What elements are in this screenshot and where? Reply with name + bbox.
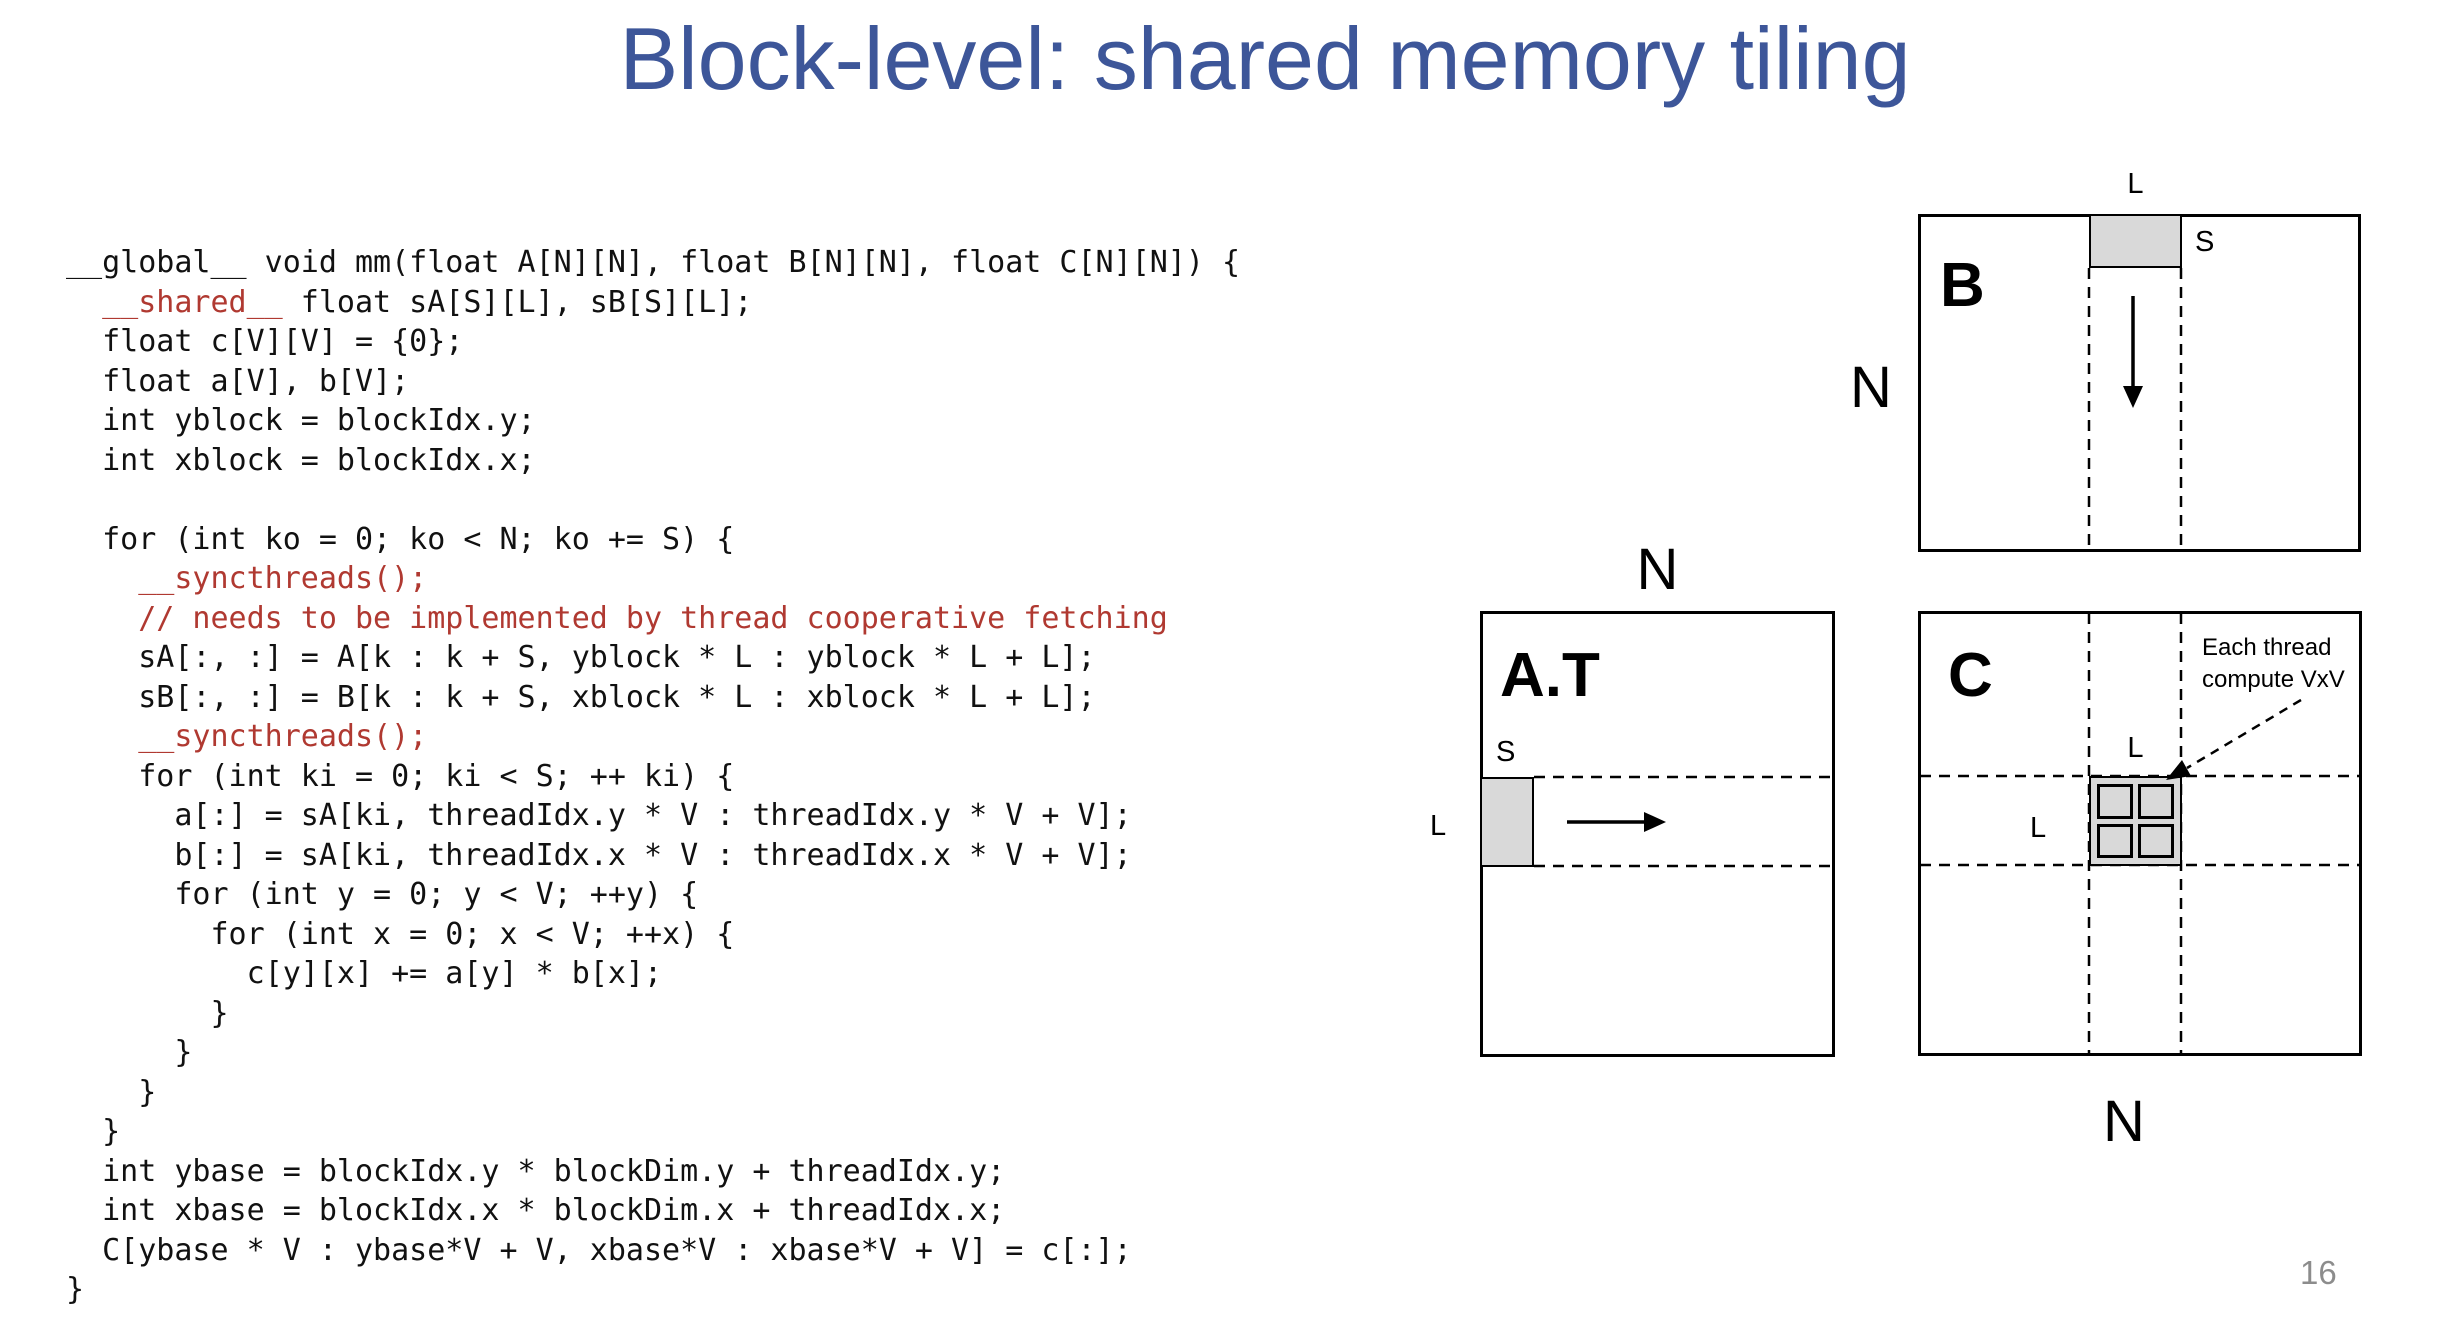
code-line: int ybase = blockIdx.y * blockDim.y + th… bbox=[66, 1153, 1006, 1189]
code-line: } bbox=[66, 1272, 85, 1307]
code-line: b[:] = sA[ki, threadIdx.x * V : threadId… bbox=[66, 837, 1132, 873]
code-line: sB[:, :] = B[k : k + S, xblock * L : xbl… bbox=[66, 679, 1096, 715]
c-thread-annotation: Each thread compute VxV bbox=[2202, 632, 2345, 696]
code-line: __syncthreads(); bbox=[138, 719, 428, 754]
c-thread-subtile bbox=[2138, 784, 2174, 819]
code-block: __global__ void mm(float A[N][N], float … bbox=[66, 243, 1240, 1310]
code-line: int xblock = blockIdx.x; bbox=[66, 442, 536, 478]
page-title: Block-level: shared memory tiling bbox=[619, 9, 1911, 108]
code-line: for (int ko = 0; ko < N; ko += S) { bbox=[66, 521, 735, 557]
c-thread-subtile bbox=[2097, 784, 2133, 819]
code-line: } bbox=[66, 1035, 193, 1070]
matrix-c-result-tile bbox=[2089, 776, 2182, 866]
at-tile-width-label: S bbox=[1496, 736, 1516, 768]
code-line: } bbox=[66, 995, 229, 1031]
c-tile-width-label: L bbox=[2127, 732, 2144, 764]
b-tile-width-label: L bbox=[2127, 168, 2144, 200]
matrix-at-shared-tile bbox=[1480, 777, 1534, 867]
code-line: // needs to be implemented by thread coo… bbox=[138, 600, 1168, 636]
matrix-b-dimension-label: N bbox=[1850, 355, 1892, 420]
at-tile-height-label: L bbox=[1430, 810, 1447, 842]
annotation-line: Each thread bbox=[2202, 634, 2332, 661]
matrix-c-label: C bbox=[1948, 641, 1993, 710]
code-line: } bbox=[66, 1114, 121, 1149]
matrix-b-shared-tile bbox=[2089, 214, 2182, 268]
code-line: for (int y = 0; y < V; ++y) { bbox=[66, 877, 699, 912]
c-tile-height-label: L bbox=[2030, 812, 2047, 844]
code-line: __global__ void mm(float A[N][N], float … bbox=[66, 245, 1240, 280]
matrix-b-box bbox=[1918, 214, 2361, 552]
matrix-at-label: A.T bbox=[1500, 641, 1600, 710]
code-line: for (int ki = 0; ki < S; ++ ki) { bbox=[66, 758, 735, 794]
page-number: 16 bbox=[2300, 1254, 2337, 1291]
code-line: sA[:, :] = A[k : k + S, yblock * L : ybl… bbox=[66, 640, 1096, 675]
b-tile-height-label: S bbox=[2195, 226, 2215, 258]
code-line: __syncthreads(); bbox=[138, 561, 428, 596]
annotation-line: compute VxV bbox=[2202, 666, 2345, 693]
code-line: a[:] = sA[ki, threadIdx.y * V : threadId… bbox=[66, 798, 1132, 833]
c-thread-subtile bbox=[2097, 823, 2133, 858]
matrix-c-dimension-label: N bbox=[2103, 1089, 2145, 1154]
code-line bbox=[66, 480, 1240, 520]
code-line: int xbase = blockIdx.x * blockDim.x + th… bbox=[66, 1193, 1006, 1228]
code-line: int yblock = blockIdx.y; bbox=[66, 403, 536, 438]
code-line: float c[V][V] = {0}; bbox=[66, 324, 464, 359]
code-line: float a[V], b[V]; bbox=[66, 363, 410, 399]
code-line: __shared__ float sA[S][L], sB[S][L]; bbox=[102, 284, 753, 320]
c-thread-subtile bbox=[2138, 823, 2174, 858]
matrix-at-dimension-label: N bbox=[1636, 537, 1679, 602]
code-line: for (int x = 0; x < V; ++x) { bbox=[66, 916, 735, 952]
code-line: C[ybase * V : ybase*V + V, xbase*V : xba… bbox=[66, 1232, 1132, 1268]
code-line: } bbox=[66, 1074, 157, 1110]
matrix-b-label: B bbox=[1940, 251, 1985, 320]
matrix-at-box bbox=[1480, 611, 1835, 1057]
code-line: c[y][x] += a[y] * b[x]; bbox=[66, 956, 663, 991]
